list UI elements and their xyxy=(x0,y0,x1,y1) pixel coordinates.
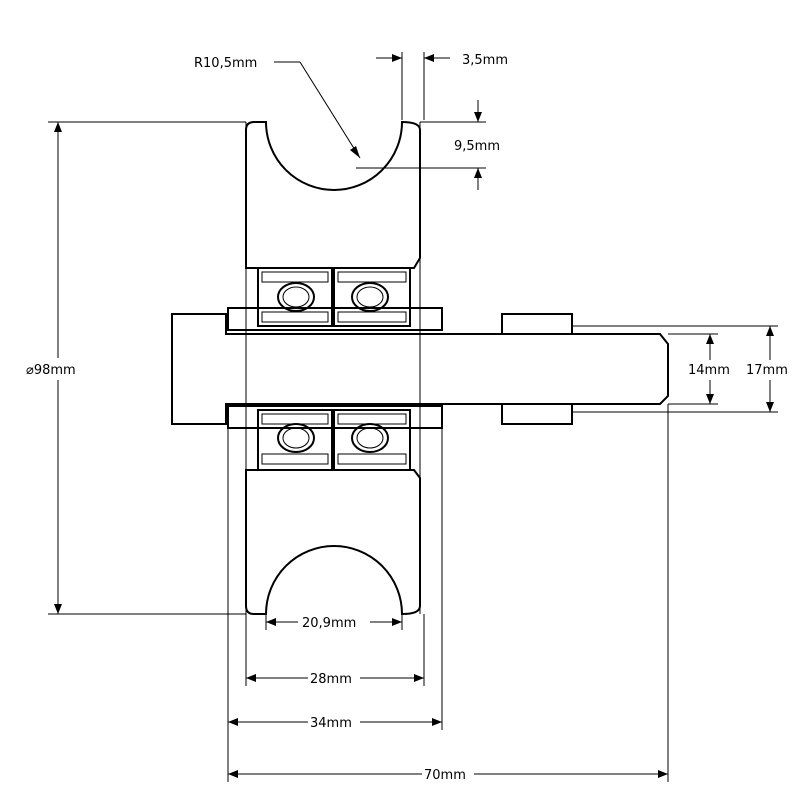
dim-overall-length: 70mm xyxy=(424,768,466,783)
dim-wheel-width: 28mm xyxy=(310,672,352,687)
dim-groove-offset: 3,5mm xyxy=(462,53,508,68)
bearing-lower-left xyxy=(257,409,333,471)
shaft-section xyxy=(171,313,669,425)
wheel-lower-section xyxy=(245,469,421,616)
dim-bore-small: 14mm xyxy=(688,363,730,378)
collar-upper xyxy=(501,313,573,335)
bearing-lower-right xyxy=(333,409,411,471)
wheel-upper-section xyxy=(245,120,421,269)
dim-groove-width: 20,9mm xyxy=(302,616,356,631)
collar-lower xyxy=(501,403,573,425)
dim-groove-depth: 9,5mm xyxy=(454,139,500,154)
dim-hub-width: 34mm xyxy=(310,716,352,731)
dim-outer-diameter: ⌀98mm xyxy=(26,363,76,378)
dim-bore-shaft: 17mm xyxy=(746,363,788,378)
washer-upper xyxy=(227,307,443,331)
dim-groove-radius: R10,5mm xyxy=(194,56,257,71)
bearing-upper-right xyxy=(333,267,411,327)
washer-lower xyxy=(227,405,443,429)
bearing-upper-left xyxy=(257,267,333,327)
